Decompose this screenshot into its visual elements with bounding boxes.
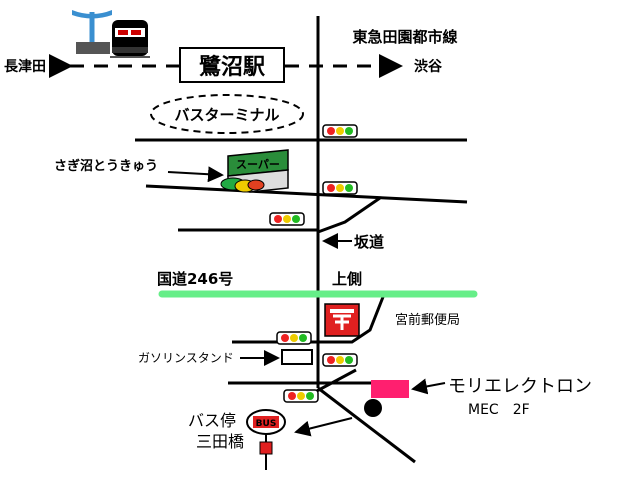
roads	[135, 16, 468, 464]
company-name: モリエレクトロン	[448, 376, 592, 397]
line-name: 東急田園都市線	[352, 28, 457, 46]
bus-stop-icon: BUS	[246, 409, 286, 470]
gas-station-box	[281, 349, 313, 365]
station-box	[179, 47, 285, 83]
bus-terminal-label: バスターミナル	[174, 106, 279, 124]
bus-sign: BUS	[256, 419, 277, 429]
supermarket-arrow	[167, 166, 224, 183]
road-diagonal	[317, 386, 416, 464]
route-label: 国道246号	[157, 270, 233, 288]
bus-stop-label-1: バス停	[188, 411, 236, 430]
floor-label: MEC 2F	[468, 402, 530, 418]
supermarket-icon: スーパー	[220, 149, 289, 193]
destination-marker	[364, 399, 382, 417]
left-direction: 長津田	[4, 58, 46, 75]
post-office-label: 宮前郵便局	[395, 312, 460, 328]
traffic-signal-icon	[269, 124, 358, 403]
destination-building	[371, 380, 409, 398]
slope-label: 坂道	[354, 233, 384, 251]
gas-station-label: ガソリンスタンド	[138, 351, 234, 365]
train-icon	[72, 10, 150, 58]
bus-stop-arrow	[294, 417, 353, 437]
bus-terminal-outline	[150, 94, 304, 134]
road-post	[318, 296, 385, 344]
road-slope	[317, 196, 381, 234]
supermarket-name: さぎ沼とうきゅう	[54, 158, 158, 174]
upper-side-label: 上側	[332, 270, 362, 288]
supermarket-sign: スーパー	[236, 158, 280, 171]
road-supermarket	[145, 184, 468, 204]
bus-stop-label-2: 三田橋	[196, 432, 244, 451]
destination-arrow	[411, 378, 446, 395]
post-box-icon	[324, 303, 360, 337]
right-direction: 渋谷	[414, 58, 443, 75]
station-name: 鷺沼駅	[199, 54, 265, 80]
